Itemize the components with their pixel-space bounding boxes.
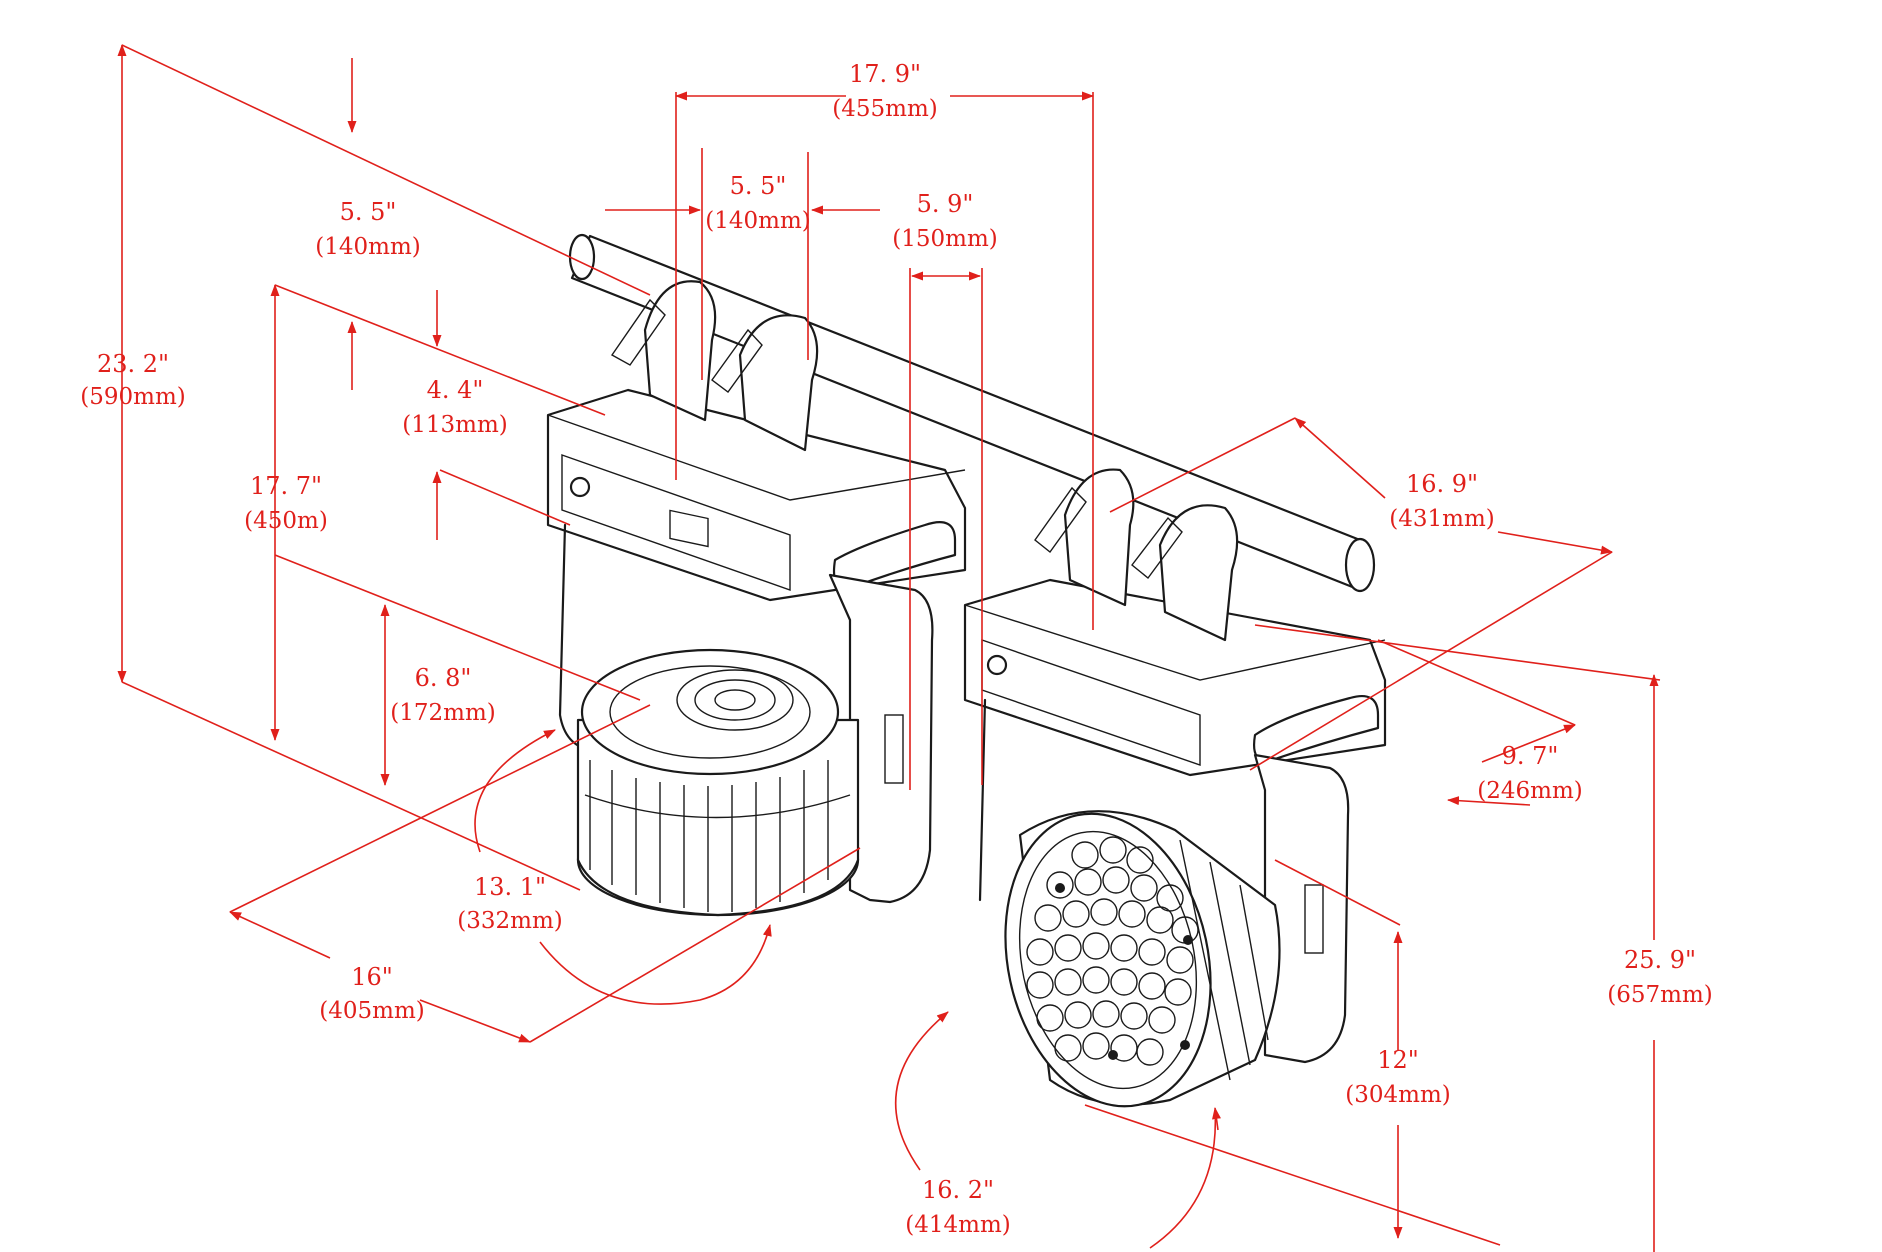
dim-yoke-offset: 5. 9" (150mm) [892, 190, 997, 252]
svg-text:16. 2": 16. 2" [922, 1176, 994, 1204]
dim-total-height-tilted: 25. 9" (657mm) [1607, 946, 1712, 1008]
svg-text:9. 7": 9. 7" [1502, 742, 1559, 770]
fixture-left-knob [569, 476, 591, 498]
svg-text:(431mm): (431mm) [1389, 506, 1494, 532]
svg-text:16": 16" [351, 963, 393, 991]
fixture-right-led-array [1026, 836, 1199, 1066]
dim-clamp-spacing-mid: 5. 5" (140mm) [705, 172, 810, 234]
dim-overall-height: 23. 2" (590mm) [80, 350, 185, 410]
svg-text:(150mm): (150mm) [892, 226, 997, 252]
svg-text:(405mm): (405mm) [319, 998, 424, 1024]
dim-head-diameter: 13. 1" (332mm) [457, 873, 562, 934]
svg-text:(140mm): (140mm) [705, 208, 810, 234]
fixture-left-label [884, 714, 904, 784]
fixture-left-clamp-1 [643, 280, 717, 422]
fixture-left-lens [676, 669, 794, 731]
dim-head-height: 6. 8" (172mm) [390, 664, 495, 726]
fixture-right-clamp-1 [1063, 468, 1135, 607]
svg-text:17. 7": 17. 7" [250, 472, 322, 500]
svg-text:12": 12" [1377, 1046, 1419, 1074]
fixture-right-knob [986, 654, 1008, 676]
svg-text:(246mm): (246mm) [1477, 778, 1582, 804]
dim-clamp-spacing-left: 5. 5" (140mm) [315, 198, 420, 260]
fixture-left-display [669, 509, 709, 548]
fixture-left [546, 280, 967, 917]
svg-text:(590mm): (590mm) [80, 384, 185, 410]
svg-text:4. 4": 4. 4" [427, 376, 484, 404]
fixture-right-yoke [1253, 753, 1350, 1064]
dim-tilt-radius: 16. 2" (414mm) [905, 1176, 1010, 1238]
dim-overall-width: 17. 9" (455mm) [832, 60, 937, 122]
dim-base-depth: 16. 9" (431mm) [1389, 470, 1494, 532]
dimension-lines [117, 44, 1661, 1252]
svg-text:(450m): (450m) [244, 508, 328, 534]
svg-text:23. 2": 23. 2" [97, 350, 169, 378]
fixture-right-clamp-2 [1158, 504, 1239, 642]
svg-text:5. 5": 5. 5" [340, 198, 397, 226]
svg-text:(414mm): (414mm) [905, 1212, 1010, 1238]
svg-text:6. 8": 6. 8" [415, 664, 472, 692]
dim-base-height: 4. 4" (113mm) [402, 376, 507, 438]
svg-text:(304mm): (304mm) [1345, 1082, 1450, 1108]
svg-text:13. 1": 13. 1" [474, 873, 546, 901]
dim-body-height: 17. 7" (450m) [244, 472, 328, 534]
svg-text:(113mm): (113mm) [402, 412, 507, 438]
dim-yoke-depth: 9. 7" (246mm) [1477, 742, 1582, 804]
svg-text:17. 9": 17. 9" [849, 60, 921, 88]
svg-text:25. 9": 25. 9" [1624, 946, 1696, 974]
svg-text:16. 9": 16. 9" [1406, 470, 1478, 498]
svg-text:(172mm): (172mm) [390, 700, 495, 726]
svg-text:(332mm): (332mm) [457, 908, 562, 934]
dim-base-width: 16" (405mm) [319, 963, 424, 1024]
fixture-right [963, 468, 1387, 1108]
dim-lens-offset: 12" (304mm) [1345, 1046, 1450, 1108]
fixture-right-label [1304, 884, 1324, 954]
svg-text:5. 9": 5. 9" [917, 190, 974, 218]
svg-text:(455mm): (455mm) [832, 96, 937, 122]
svg-text:5. 5": 5. 5" [730, 172, 787, 200]
svg-text:(657mm): (657mm) [1607, 982, 1712, 1008]
fixture-left-head-top [580, 648, 840, 776]
svg-text:(140mm): (140mm) [315, 234, 420, 260]
